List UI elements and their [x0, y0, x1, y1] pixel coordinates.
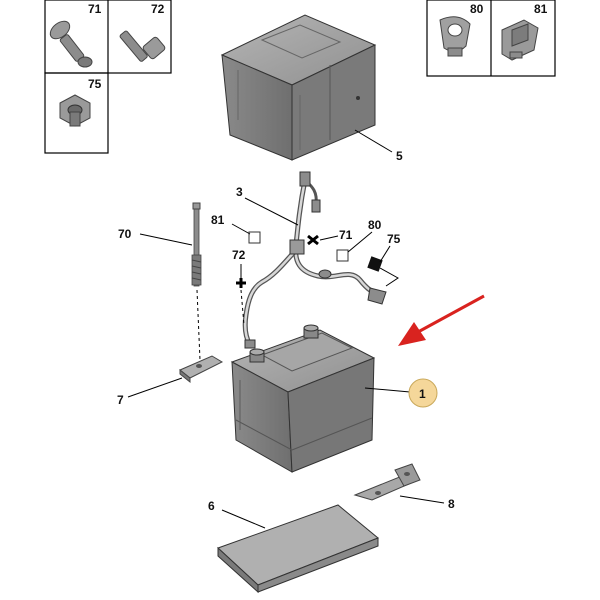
label-8: 8: [448, 497, 455, 511]
inset-grid-left: [44, 0, 172, 154]
clip-80-icon: [439, 16, 471, 57]
label-81-callout: 81: [211, 213, 225, 227]
clip-81-icon: [501, 19, 539, 61]
label-72-callout: 72: [232, 248, 246, 262]
label-3: 3: [236, 185, 243, 199]
bolt-72-symbol: [236, 278, 246, 288]
nut-75-symbol: [367, 256, 383, 272]
label-75: 75: [88, 77, 102, 91]
leader-7: [127, 377, 183, 398]
clamp-bracket: [179, 355, 224, 384]
label-81: 81: [534, 2, 548, 16]
pointer-arrow: [398, 294, 485, 346]
label-71-callout: 71: [339, 228, 353, 242]
leader-71: [319, 235, 339, 241]
highlight-circle: [408, 378, 438, 408]
bolt-71-icon: [49, 20, 93, 68]
bolt-71-symbol: [307, 234, 319, 246]
label-6: 6: [208, 499, 215, 513]
label-72: 72: [151, 2, 165, 16]
battery-cover: [220, 14, 377, 161]
leader-75-b: [379, 267, 399, 287]
leader-81: [231, 223, 251, 235]
clip-80-symbol: [336, 249, 349, 262]
label-70: 70: [118, 227, 132, 241]
leader-1: [364, 387, 411, 393]
battery-tray: [217, 504, 379, 594]
clip-81-symbol: [248, 231, 261, 244]
leader-70: [139, 233, 193, 246]
label-5: 5: [396, 149, 403, 163]
leader-3: [244, 197, 299, 226]
nut-75-icon: [59, 94, 91, 127]
bolt-72-icon: [119, 30, 166, 62]
leader-75: [379, 245, 391, 263]
label-75-callout: 75: [387, 232, 401, 246]
label-7: 7: [117, 393, 124, 407]
dash-70: [196, 289, 201, 361]
cable-harness: [242, 177, 383, 348]
label-71: 71: [88, 2, 102, 16]
cable-terminals: [244, 171, 387, 349]
leader-6: [221, 509, 266, 529]
inset-grid-right: [426, 0, 556, 77]
leader-8: [399, 495, 445, 504]
battery: [230, 324, 376, 473]
leader-80: [347, 231, 373, 253]
tray-bracket: [353, 463, 421, 501]
hold-down-rod: [191, 202, 202, 287]
label-80: 80: [470, 2, 484, 16]
leader-5: [354, 129, 393, 153]
label-1: 1: [419, 387, 426, 401]
label-80-callout: 80: [368, 218, 382, 232]
